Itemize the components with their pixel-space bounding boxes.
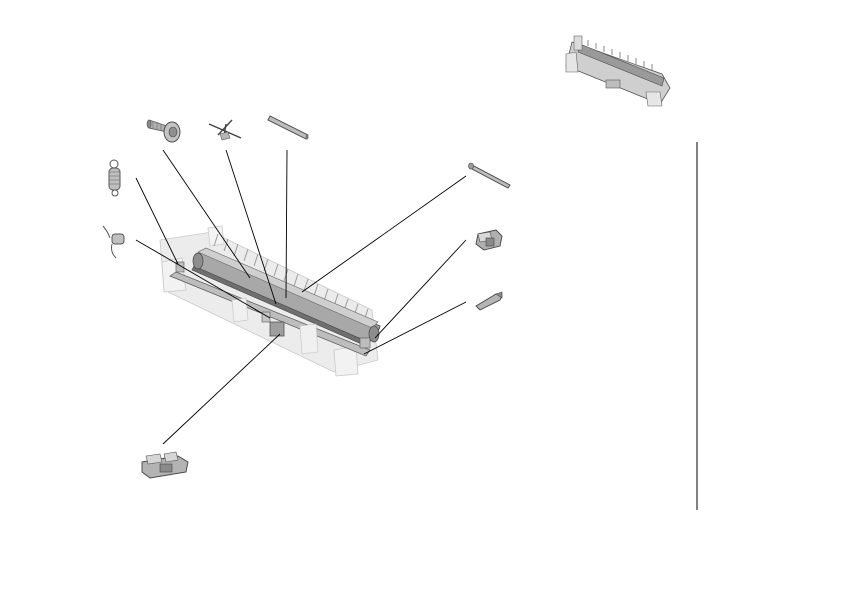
leader-short-shaft [285,149,288,299]
short-shaft [267,115,309,140]
extension-spring [108,159,121,197]
bracket [475,229,503,251]
leader-screw [162,149,251,279]
leader-bracket [374,239,467,339]
long-shaft [468,162,511,189]
leader-torsion-spring [135,239,271,319]
leader-lever [363,301,467,355]
screw [146,119,181,143]
leader-extension-spring [135,177,179,265]
lever [475,291,503,311]
main-assembly [159,225,381,377]
cross-clip [208,119,242,141]
leader-lines [135,149,467,445]
overview-assembly [565,35,671,107]
guide-block [141,451,189,479]
leader-long-shaft [301,175,467,293]
leader-cross-clip [225,149,277,305]
leader-guide-block [162,333,281,445]
torsion-spring [102,225,125,259]
